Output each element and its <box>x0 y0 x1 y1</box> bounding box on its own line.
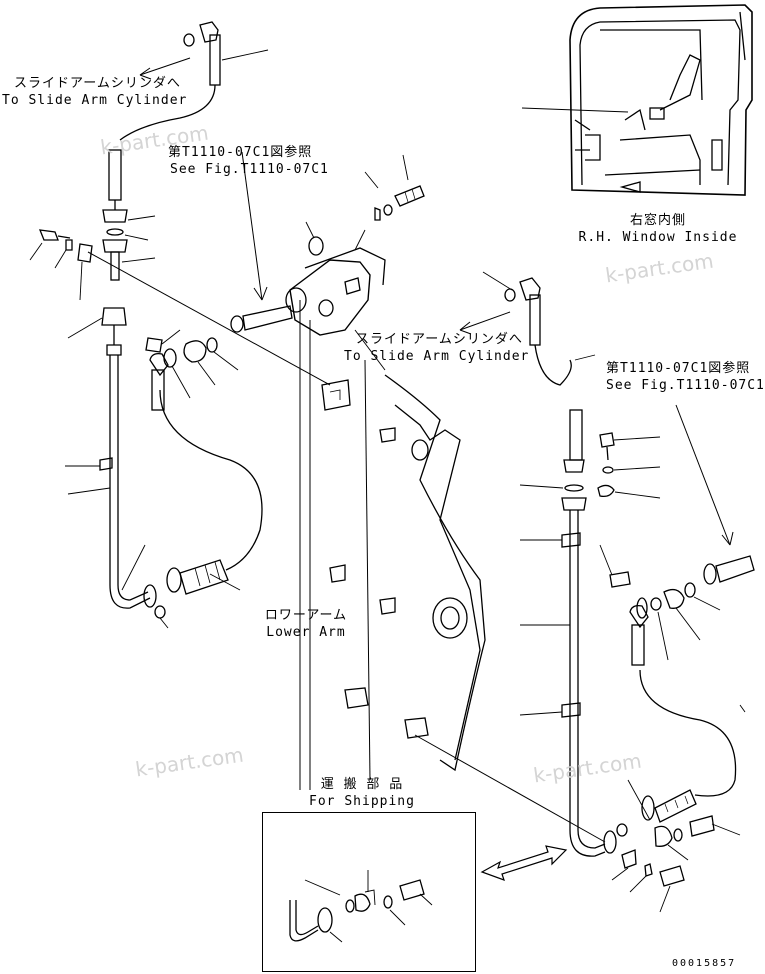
shipping-parts-box <box>262 812 476 972</box>
lower-arm-label-en: Lower Arm <box>266 625 346 640</box>
see-fig-label-2-en: See Fig.T1110-07C1 <box>606 378 765 393</box>
see-fig-label-1-en: See Fig.T1110-07C1 <box>170 162 329 177</box>
slide-arm-label-2-en: To Slide Arm Cylinder <box>344 349 530 364</box>
right-hose-assembly <box>459 271 755 913</box>
double-arrow <box>480 845 568 881</box>
center-bracket-assembly <box>230 151 425 790</box>
see-fig-label-1-jp: 第T1110-07C1図参照 <box>168 145 313 160</box>
cab-illustration <box>521 4 753 196</box>
slide-arm-label-2-jp: スライドアームシリンダへ <box>356 332 523 347</box>
shipping-label-jp: 運 搬 部 品 <box>320 777 404 792</box>
document-number: 00015857 <box>672 958 737 969</box>
left-hose-assembly <box>29 21 331 629</box>
lower-arm <box>329 329 606 843</box>
window-label-en: R.H. Window Inside <box>578 230 738 245</box>
slide-arm-label-1-en: To Slide Arm Cylinder <box>2 93 188 108</box>
window-label-jp: 右窓内側 <box>629 213 686 228</box>
shipping-parts <box>289 870 433 943</box>
slide-arm-label-1-jp: スライドアームシリンダへ <box>14 76 181 91</box>
shipping-label-en: For Shipping <box>309 794 415 809</box>
lower-arm-label-jp: ロワーアーム <box>264 608 348 623</box>
see-fig-label-2-jp: 第T1110-07C1図参照 <box>606 361 751 376</box>
